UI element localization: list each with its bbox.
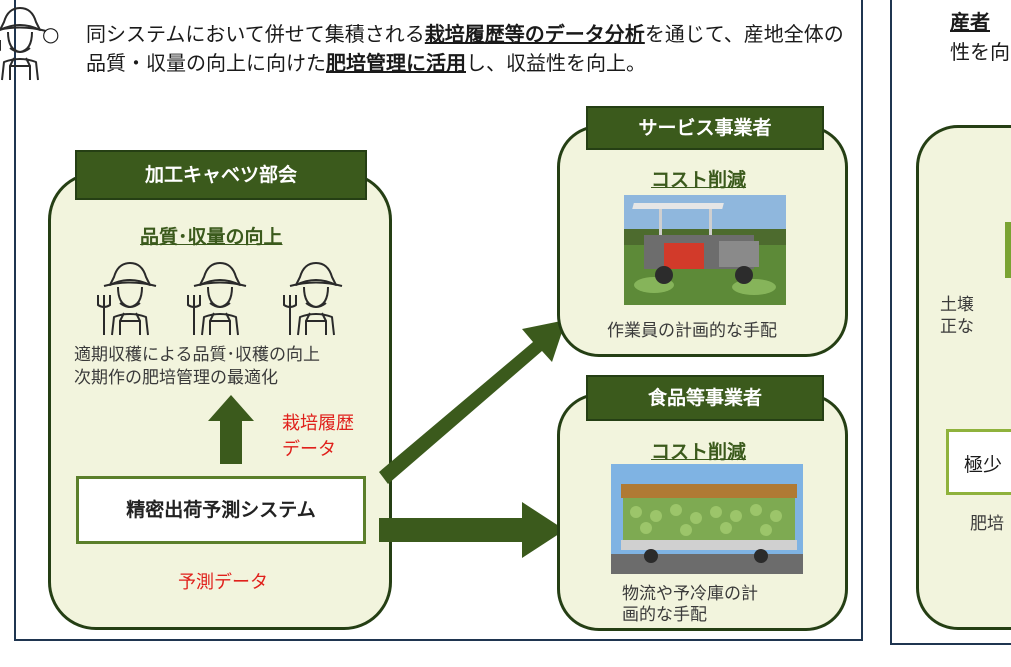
food-caption-2: 画的な手配	[622, 605, 707, 625]
food-cost-heading: コスト削減	[651, 441, 747, 463]
history-label-2: データ	[282, 439, 336, 460]
bullet-circle: ○	[42, 22, 60, 46]
right-top-text-1: 産者	[950, 10, 990, 34]
food-caption-1: 物流や予冷庫の計	[622, 584, 758, 604]
intro-text: 同システムにおいて併せて集積される栽培履歴等のデータ分析を通じて、産地全体の品質…	[86, 20, 856, 78]
forecast-system-box	[76, 476, 366, 544]
right-small-box	[946, 429, 1011, 495]
right-green-block	[1005, 222, 1011, 278]
harvester-image	[624, 195, 786, 305]
food-business-tag: 食品等事業者	[586, 375, 824, 421]
right-top-text-2: 性を向	[950, 40, 1010, 64]
quality-line-2: 次期作の肥培管理の最適化	[74, 368, 278, 388]
service-cost-heading: コスト削減	[651, 169, 747, 191]
service-provider-tag: サービス事業者	[586, 106, 824, 150]
quality-heading: 品質･収量の向上	[140, 226, 283, 248]
history-label-1: 栽培履歴	[282, 413, 354, 434]
right-mid-text-2: 正な	[940, 317, 974, 337]
forecast-data-label: 予測データ	[178, 572, 268, 593]
service-caption: 作業員の計画的な手配	[607, 321, 777, 341]
truck-photo	[611, 464, 803, 574]
intro-bold-data-analysis: 栽培履歴等のデータ分析	[424, 22, 645, 46]
intro-seg-3: し、収益性を向上。	[466, 51, 646, 75]
right-small-box-text: 極少	[964, 454, 1003, 476]
right-bottom-text: 肥培	[970, 514, 1004, 534]
right-mid-text-1: 土壌	[940, 295, 974, 315]
cabbage-group-tag: 加工キャベツ部会	[75, 150, 367, 200]
intro-bold-fertilizer: 肥培管理に活用	[326, 51, 466, 75]
right-group-box	[916, 125, 1011, 630]
harvester-photo	[624, 195, 786, 305]
intro-seg-1: 同システムにおいて併せて集積される	[86, 22, 425, 46]
quality-line-1: 適期収穫による品質･収穫の向上	[74, 345, 320, 365]
forecast-system-label: 精密出荷予測システム	[126, 499, 316, 521]
intro-seg-2: を通じて、産地全体の品質・収量の向上に向けた	[86, 22, 844, 75]
truck-image	[611, 464, 803, 574]
